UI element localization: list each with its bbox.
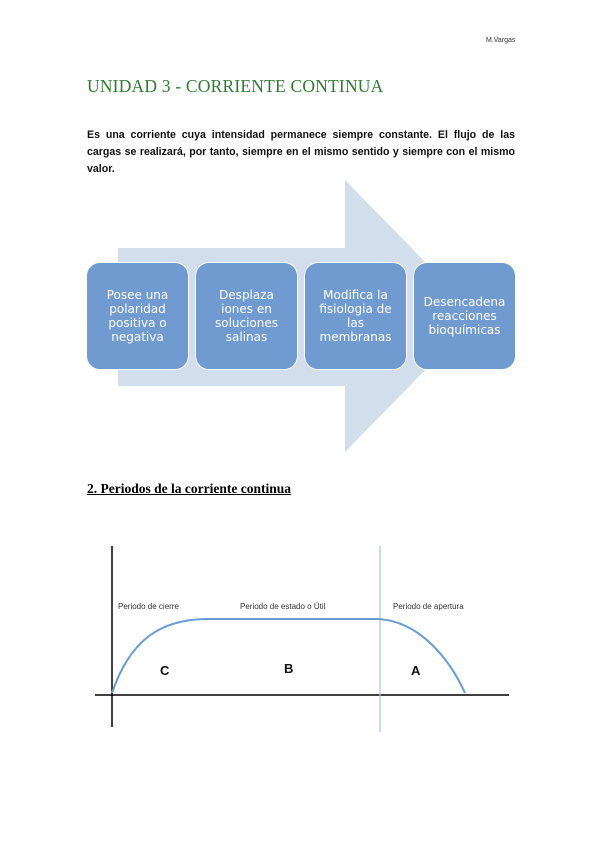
- author-header: M.Vargas: [486, 37, 516, 44]
- period-label-steady: Periodo de estado o Útil: [240, 602, 326, 611]
- process-step-label: Modifica la fisiologia de las membranas: [319, 288, 392, 344]
- period-letter-c: C: [160, 663, 170, 678]
- intro-paragraph: Es una corriente cuya intensidad permane…: [87, 129, 515, 175]
- process-step-label: Desencadena reacciones bioquímicas: [423, 295, 506, 337]
- period-label-closing: Periodo de cierre: [118, 602, 179, 611]
- background-arrow-shape: [118, 180, 478, 452]
- section-title: 2. Periodos de la corriente continua: [87, 481, 291, 496]
- period-label-opening: Periodo de apertura: [393, 602, 464, 611]
- process-step-3: Modifica la fisiologia de las membranas: [304, 262, 407, 370]
- current-curve: [111, 618, 466, 694]
- process-step-4: Desencadena reacciones bioquímicas: [413, 262, 516, 370]
- period-letter-b: B: [284, 661, 293, 676]
- process-step-label: Posee una polaridad positiva o negativa: [106, 288, 169, 344]
- process-step-2: Desplaza iones en soluciones salinas: [195, 262, 298, 370]
- unit-title: UNIDAD 3 - CORRIENTE CONTINUA: [87, 76, 384, 96]
- process-step-1: Posee una polaridad positiva o negativa: [86, 262, 189, 370]
- process-step-label: Desplaza iones en soluciones salinas: [214, 288, 279, 344]
- period-letter-a: A: [411, 663, 421, 678]
